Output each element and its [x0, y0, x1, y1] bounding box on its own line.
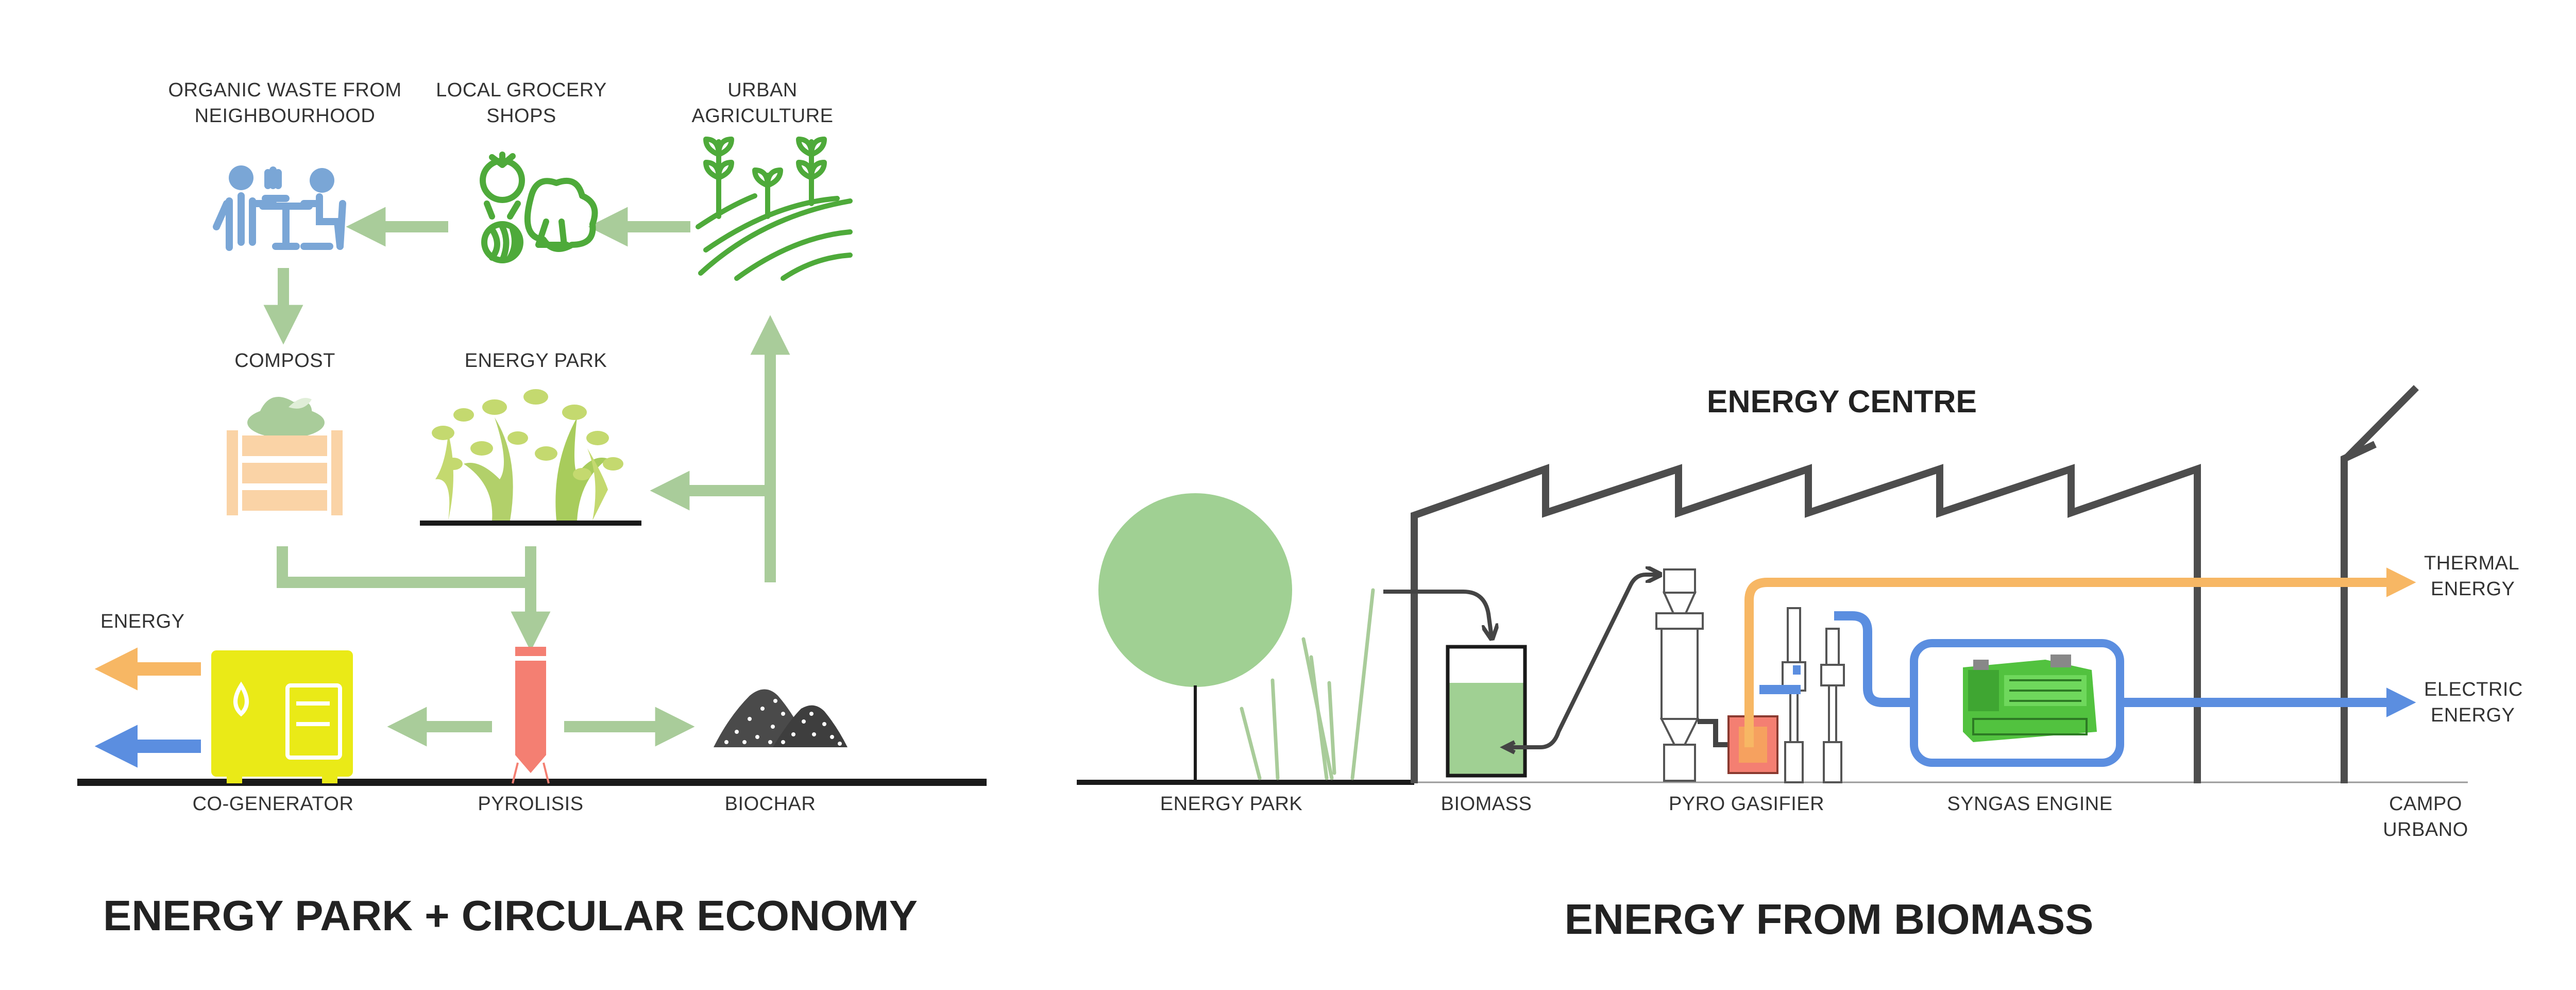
label-campo-urbano-line2: URBANO: [2383, 819, 2468, 841]
label-organic-waste-line2: NEIGHBOURHOOD: [195, 105, 376, 127]
syngas-engine-icon: [1963, 655, 2097, 742]
arrow-compost-to-pyrolysis: [277, 546, 551, 651]
label-pyrolisis: PYROLISIS: [478, 793, 583, 815]
label-pyro-gasifier: PYRO GASIFIER: [1669, 793, 1824, 815]
label-energy: ENERGY: [100, 611, 184, 632]
label-organic-waste-line1: ORGANIC WASTE FROM: [168, 79, 401, 101]
thermal-energy-line: [1744, 567, 2416, 747]
arrow-head-into-tank: [1500, 740, 1516, 754]
energy-centre-building: [1411, 385, 2419, 783]
left-panel-title: ENERGY PARK + CIRCULAR ECONOMY: [103, 892, 918, 939]
label-syngas-engine: SYNGAS ENGINE: [1947, 793, 2112, 815]
label-thermal-line1: THERMAL: [2424, 552, 2519, 574]
vegetables-icon: [480, 152, 598, 263]
restaurant-people-icon: [213, 165, 346, 251]
label-biomass: BIOMASS: [1441, 793, 1532, 815]
feed-arrow-to-biomass: [1383, 590, 1492, 636]
syngas-pipe: [1759, 611, 1914, 707]
right-panel: ENERGY CENTRE ENERGY PARK BIOMASS PYRO G…: [1077, 384, 2523, 943]
trees-icon: [420, 389, 641, 526]
pyrolysis-reactor-icon: [512, 647, 550, 784]
tree-icon: [1098, 493, 1292, 782]
label-urban-agriculture-line2: AGRICULTURE: [691, 105, 833, 127]
gasifier-duct: [1698, 719, 1728, 747]
label-urban-agriculture-line1: URBAN: [727, 79, 798, 101]
label-co-generator: CO-GENERATOR: [193, 793, 354, 815]
arrow-biomass-to-gasifier: [1507, 575, 1658, 749]
field-sprouts-icon: [696, 137, 853, 281]
label-campo-urbano-line1: CAMPO: [2389, 793, 2462, 815]
gasifier-icon: [1655, 568, 1845, 783]
biochar-pile-icon: [714, 689, 848, 747]
left-panel: ORGANIC WASTE FROM NEIGHBOURHOOD LOCAL G…: [77, 79, 987, 939]
label-grocery-line1: LOCAL GROCERY: [436, 79, 607, 101]
label-electric-line1: ELECTRIC: [2424, 679, 2523, 700]
co-generator-icon: [211, 650, 353, 783]
tall-grass-icon: [1240, 588, 1375, 780]
label-grocery-line2: SHOPS: [486, 105, 556, 127]
biomass-tank-icon: [1446, 645, 1527, 778]
label-electric-line2: ENERGY: [2431, 704, 2515, 726]
label-biochar: BIOCHAR: [725, 793, 816, 815]
label-compost: COMPOST: [234, 350, 335, 372]
circular-flow-arrows: [263, 207, 790, 747]
right-panel-title: ENERGY FROM BIOMASS: [1565, 895, 2094, 943]
syngas-engine-frame: [1910, 639, 2124, 767]
label-right-energy-park: ENERGY PARK: [1160, 793, 1303, 815]
arrow-to-energy-park: [650, 471, 776, 582]
label-thermal-line2: ENERGY: [2431, 578, 2515, 600]
label-energy-park: ENERGY PARK: [465, 350, 607, 372]
energy-centre-title: ENERGY CENTRE: [1707, 384, 1977, 419]
compost-bin-icon: [227, 397, 343, 515]
